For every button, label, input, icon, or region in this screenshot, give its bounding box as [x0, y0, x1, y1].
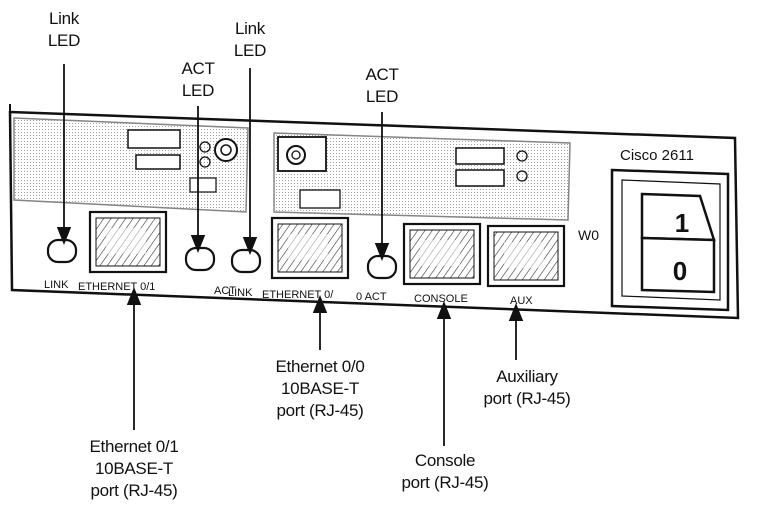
left-circuit-board	[13, 117, 249, 213]
ethernet-0-0-port	[270, 216, 350, 280]
act-led-1	[184, 246, 216, 272]
leader-arrows	[56, 64, 524, 446]
ethernet-0-1-port	[88, 210, 168, 274]
link-led-1	[46, 238, 78, 264]
callout-auxiliary: Auxiliary port (RJ-45)	[483, 367, 571, 408]
wo-label: W0	[578, 227, 599, 243]
callout-console: Console port (RJ-45)	[401, 451, 489, 492]
label-aux: AUX	[510, 295, 533, 307]
middle-circuit-board	[273, 132, 571, 221]
console-port	[402, 222, 482, 286]
callout-link-led-2: Link LED	[233, 19, 267, 60]
label-act-1: ACT	[214, 285, 236, 297]
label-console: CONSOLE	[414, 293, 468, 305]
callout-ethernet-0-1: Ethernet 0/1 10BASE-T port (RJ-45)	[89, 437, 179, 500]
label-link-1: LINK	[44, 279, 69, 291]
link-led-2	[230, 248, 262, 274]
label-act-0: 0 ACT	[356, 291, 387, 303]
callout-ethernet-0-0: Ethernet 0/0 10BASE-T port (RJ-45)	[275, 357, 365, 420]
label-ethernet-0: ETHERNET 0/	[262, 289, 334, 301]
aux-port	[486, 224, 566, 288]
callout-act-led-1: ACT LED	[181, 59, 215, 100]
label-ethernet-1: ETHERNET 0/1	[78, 281, 155, 293]
callout-act-led-2: ACT LED	[365, 65, 399, 106]
power-switch: 1 0	[610, 168, 730, 312]
model-label: Cisco 2611	[620, 147, 694, 164]
act-led-2	[366, 254, 398, 280]
switch-off-label: 0	[673, 256, 687, 286]
label-link-0: LINK	[228, 287, 253, 299]
switch-on-label: 1	[675, 208, 689, 238]
callout-link-led-1: Link LED	[47, 9, 81, 50]
